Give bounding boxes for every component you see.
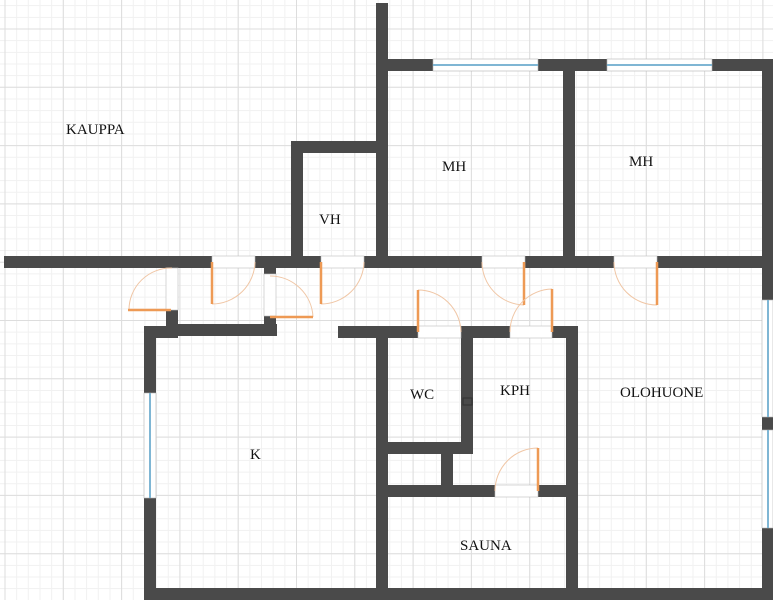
wall-vh-top bbox=[291, 141, 388, 153]
wall-entry-right bbox=[264, 316, 276, 336]
room-label-k: K bbox=[250, 447, 261, 463]
wall-top-1 bbox=[376, 59, 433, 71]
wall-mh-divider bbox=[563, 59, 575, 268]
room-label-sauna: SAUNA bbox=[460, 538, 512, 554]
wall-entry-bottom bbox=[166, 324, 277, 336]
wall-wc-post bbox=[441, 442, 453, 497]
room-label-vh: VH bbox=[319, 212, 341, 228]
door-3-gap bbox=[263, 273, 277, 317]
wall-k-left-bottom bbox=[144, 498, 156, 600]
wall-wc-top-mid bbox=[461, 326, 510, 338]
wall-stub bbox=[264, 256, 276, 274]
wall-right-top bbox=[762, 59, 773, 300]
room-label-olohuone: OLOHUONE bbox=[620, 385, 703, 401]
wall-center-vertical bbox=[376, 3, 388, 268]
door-2-gap bbox=[211, 255, 256, 269]
door-entry-gap bbox=[165, 267, 179, 311]
wall-wc-bottom bbox=[386, 442, 473, 454]
windows bbox=[143, 58, 773, 529]
doors bbox=[128, 255, 659, 498]
wall-sauna-top-left bbox=[386, 485, 495, 497]
wall-vh-left bbox=[291, 141, 303, 268]
walls bbox=[4, 3, 773, 600]
wall-wc-right bbox=[461, 326, 473, 452]
wall-k-right bbox=[376, 326, 388, 600]
wall-bottom bbox=[144, 588, 773, 600]
door-wc-gap bbox=[417, 325, 462, 339]
wall-top-3 bbox=[712, 59, 773, 71]
door-sauna-gap bbox=[494, 484, 539, 498]
room-label-kauppa: KAUPPA bbox=[66, 122, 125, 138]
room-label-mh-2: MH bbox=[629, 154, 653, 170]
door-vh-gap bbox=[320, 255, 365, 269]
wall-marker bbox=[462, 397, 473, 406]
room-label-kph: KPH bbox=[500, 383, 530, 399]
room-label-mh-1: MH bbox=[442, 159, 466, 175]
wall-olohuone-left bbox=[566, 326, 578, 600]
wall-corridor-left bbox=[4, 256, 212, 268]
wall-right-bottom bbox=[762, 528, 773, 600]
room-labels: KAUPPA VH MH MH WC KPH OLOHUONE K SAUNA bbox=[66, 122, 703, 554]
wall-corridor-right bbox=[657, 256, 773, 268]
room-label-wc: WC bbox=[410, 387, 434, 403]
wall-right-mid bbox=[762, 417, 773, 430]
wall-corridor-mid2 bbox=[364, 256, 482, 268]
door-kph-gap bbox=[509, 325, 553, 339]
wall-k-left-top bbox=[144, 326, 156, 393]
door-mh2-gap bbox=[613, 255, 658, 269]
door-mh1-gap bbox=[481, 255, 526, 269]
